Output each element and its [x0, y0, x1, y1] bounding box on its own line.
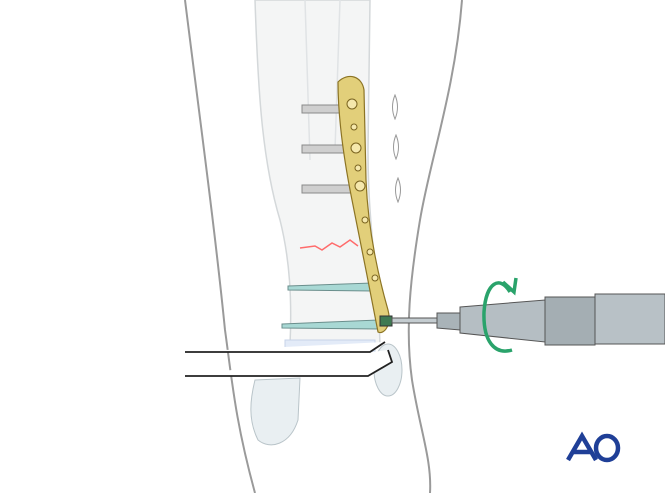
rotation-arrow-icon [482, 277, 518, 353]
stab-incision [392, 93, 401, 204]
retractor [185, 341, 394, 377]
fracture-line [299, 239, 359, 251]
plate-holes [346, 98, 379, 282]
fibula-line [304, 0, 341, 161]
bone-plate [337, 75, 390, 334]
screwdriver [379, 293, 665, 346]
talus [250, 377, 301, 446]
ao-logo [566, 431, 621, 463]
leg-outline-left [184, 0, 256, 493]
leg-outline-right [407, 0, 463, 493]
